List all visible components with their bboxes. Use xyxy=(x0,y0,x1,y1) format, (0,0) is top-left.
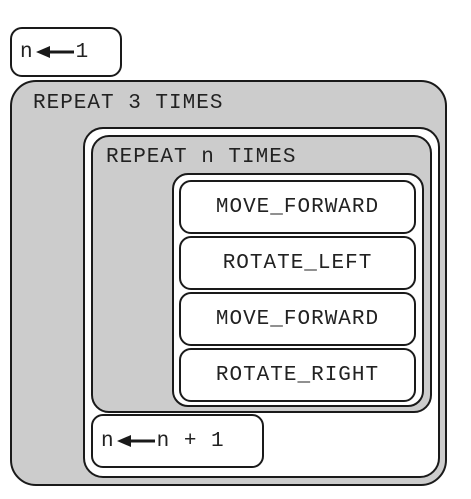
init-assign-value: 1 xyxy=(75,40,90,64)
command-rotate-left: ROTATE_LEFT xyxy=(179,236,416,290)
increment-assign-block: n n + 1 xyxy=(91,414,264,468)
left-arrow-icon xyxy=(116,435,155,447)
command-label: ROTATE_RIGHT xyxy=(215,363,380,387)
outer-repeat-label: REPEAT 3 TIMES xyxy=(33,92,224,115)
command-rotate-right: ROTATE_RIGHT xyxy=(179,348,416,402)
left-arrow-icon xyxy=(35,46,74,58)
command-label: ROTATE_LEFT xyxy=(222,251,373,275)
command-move-forward-1: MOVE_FORWARD xyxy=(179,180,416,234)
init-assign-block: n 1 xyxy=(10,27,122,77)
inner-repeat-label: REPEAT n TIMES xyxy=(106,146,297,169)
command-label: MOVE_FORWARD xyxy=(215,195,380,219)
init-assign-var: n xyxy=(20,40,34,64)
command-label: MOVE_FORWARD xyxy=(215,307,380,331)
increment-assign-expr: n + 1 xyxy=(156,429,225,453)
command-move-forward-2: MOVE_FORWARD xyxy=(179,292,416,346)
increment-assign-var: n xyxy=(101,429,115,453)
